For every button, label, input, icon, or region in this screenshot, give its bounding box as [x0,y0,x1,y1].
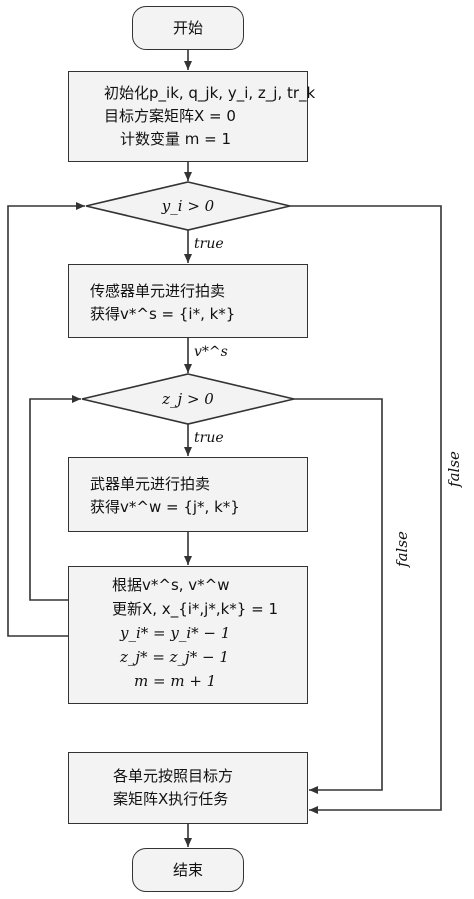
weapon-line-1: 武器单元进行拍卖 [90,475,211,493]
init-line-1: 初始化p_ik, q_jk, y_i, z_j, tr_k [104,84,316,102]
update-line-1: 根据v*^s, v*^w [112,576,230,594]
init-line-2: 目标方案矩阵X = 0 [104,107,236,125]
end-label: 结束 [172,861,203,879]
sensor-line-2: 获得v*^s = {i*, k*} [90,305,236,323]
update-box [68,566,308,704]
sensor-line-1: 传感器单元进行拍卖 [90,282,226,300]
update-line-2: 更新X, x_{i*,j*,k*} = 1 [112,600,278,618]
edge-decision-y-false [290,205,442,814]
weapon-line-2: 获得v*^w = {j*, k*} [90,498,240,516]
start-node [132,6,244,50]
edge-update-to-decision-z [29,395,81,601]
decision-y-label: y_i > 0 [161,197,215,215]
edge-label-true-2: true [194,430,224,446]
decision-z-label: z_j > 0 [162,390,214,408]
edge-label-vs: v*^s [194,344,228,360]
update-line-5: m = m + 1 [134,672,217,690]
end-node [132,848,244,892]
edge-label-false-y: false [445,451,463,487]
sensor-auction-box [68,264,308,338]
edge-update-loop-back [7,202,85,637]
execute-line-1: 各单元按照目标方 [113,767,234,785]
weapon-auction-box [68,457,308,532]
init-process-box [68,71,308,162]
execute-task-box [68,752,308,824]
edge-label-true-1: true [194,236,224,252]
execute-line-2: 案矩阵X执行任务 [113,790,229,808]
edge-label-false-z: false [393,531,411,567]
edge-decision-z-false [294,398,383,794]
update-line-4: z_j* = z_j* − 1 [120,648,229,666]
update-line-3: y_i* = y_i* − 1 [120,624,231,642]
init-line-3: 计数变量 m = 1 [120,130,232,148]
start-label: 开始 [172,19,203,37]
